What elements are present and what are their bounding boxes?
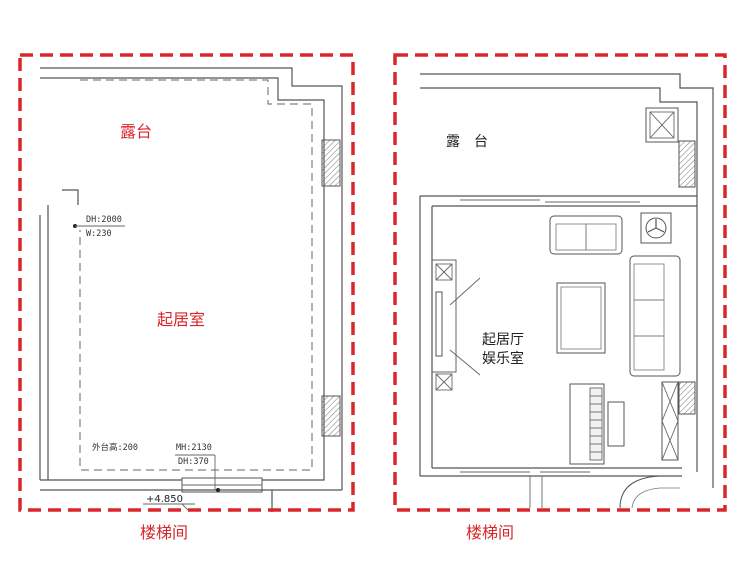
before-stair-label: 楼梯间 [140,523,188,542]
after-terrace-label: 露 台 [446,134,488,150]
before-door-width: W:230 [86,229,112,239]
before-column-lower [321,395,341,437]
before-dashed-outline [79,79,313,471]
after-fan-unit [640,212,672,244]
before-window-height: MH:2130 [176,443,212,453]
after-elevator-box [645,107,679,143]
after-stair-label: 楼梯间 [466,523,514,542]
after-coffee-table [556,282,606,354]
after-column-upper [678,140,696,188]
after-bookshelf [661,381,679,461]
after-room-label-line2: 娱乐室 [482,350,524,367]
before-door-height: DH:2000 [86,215,122,225]
before-window-dh: DH:370 [178,457,209,467]
before-room-label: 起居室 [157,310,205,329]
before-window-sill-label: 外台高:200 [92,442,138,453]
after-tv-cabinet [431,259,481,391]
after-long-sofa [629,255,681,377]
after-small-sofa [549,215,623,255]
before-terrace-label: 露台 [120,122,152,141]
after-room-label-line1: 起居厅 [482,332,524,348]
before-column-upper [321,139,341,187]
after-floor-plan: 露 台 起居厅 娱乐室 楼梯间 [393,53,727,542]
after-highlight-border [393,53,727,512]
after-piano [569,383,625,465]
before-walls [39,67,343,512]
before-window-marker [216,488,220,492]
after-column-lower [678,381,696,415]
before-elevation-label: +4.850 [146,494,183,505]
after-curved-stair [619,475,680,509]
before-highlight-border [18,53,355,512]
after-walls [419,73,714,508]
before-floor-plan: 露台 起居室 DH:2000 W:230 外台高:200 MH:2130 DH:… [18,53,355,542]
